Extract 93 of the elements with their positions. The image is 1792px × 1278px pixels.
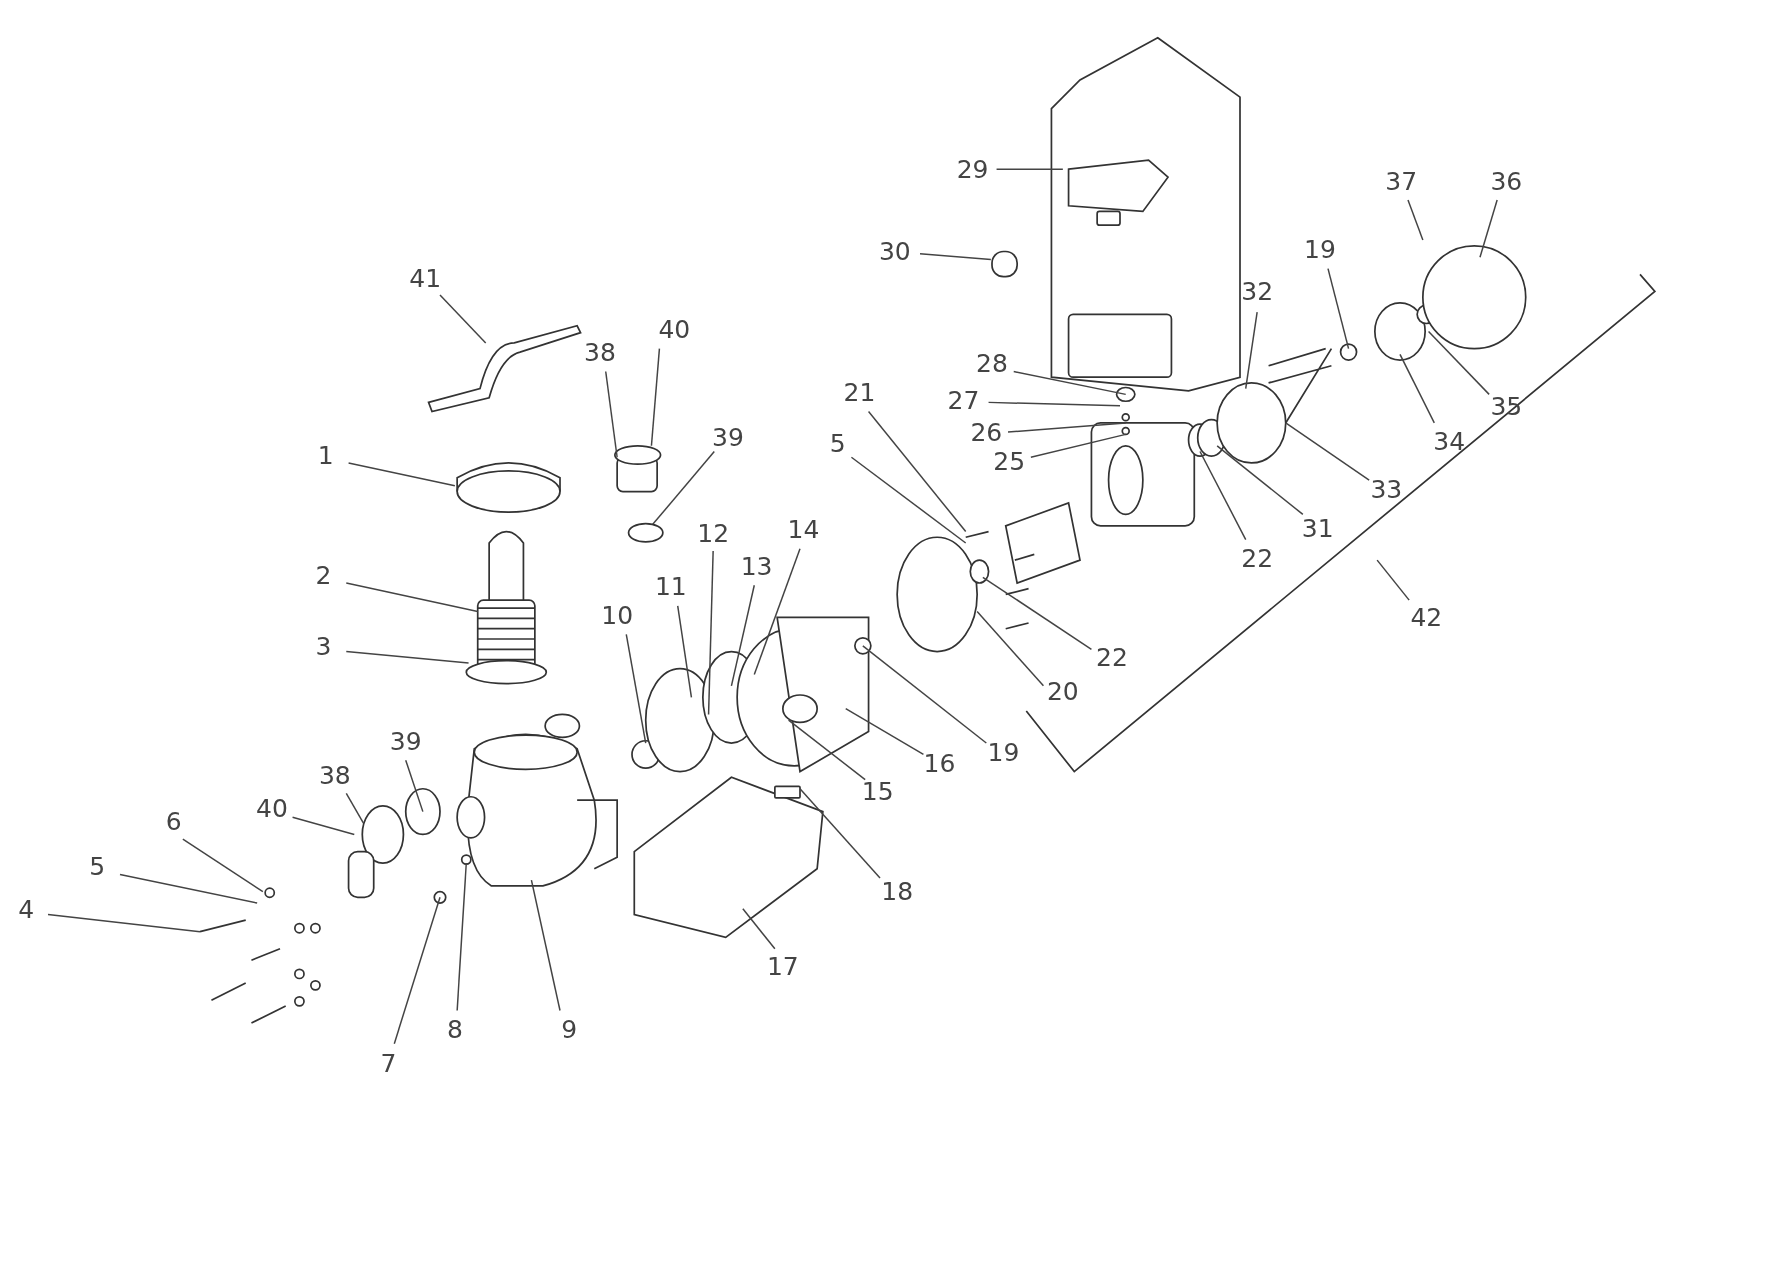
leader-line: [1407, 199, 1424, 241]
leader-line: [439, 294, 487, 344]
callout-number: 15: [861, 778, 894, 804]
o-ring: [627, 522, 664, 543]
leader-line: [1479, 199, 1498, 258]
callout-number: 3: [315, 633, 332, 659]
leader-line: [1284, 422, 1370, 481]
leader-line: [995, 168, 1064, 170]
callout-number: 38: [318, 762, 351, 788]
callout-number: 7: [380, 1050, 397, 1076]
callout-number: 20: [1046, 678, 1079, 704]
leader-line: [345, 792, 365, 824]
callout-number: 36: [1490, 168, 1523, 194]
callout-number: 17: [766, 953, 799, 979]
leader-line: [867, 410, 967, 533]
leader-line: [1012, 370, 1127, 396]
callout-number: 40: [256, 795, 288, 821]
leader-line: [982, 576, 1093, 651]
callout-number: 39: [389, 728, 422, 754]
callout-number: 41: [409, 265, 442, 291]
callout-number: 25: [993, 448, 1026, 474]
callout-number: 37: [1385, 168, 1418, 194]
leader-line: [1030, 433, 1127, 458]
leader-line: [345, 582, 479, 613]
leader-line: [604, 370, 618, 458]
callout-number: 22: [1241, 545, 1274, 571]
leader-line: [919, 253, 992, 261]
leader-line: [850, 456, 967, 544]
leader-line: [650, 347, 661, 447]
leader-line: [1327, 267, 1350, 350]
leader-line: [844, 708, 925, 756]
callout-number: 34: [1433, 428, 1466, 454]
leader-line: [1376, 559, 1410, 601]
callout-number: 33: [1370, 476, 1403, 502]
leader-line: [345, 650, 470, 664]
leader-line: [1199, 450, 1247, 541]
callout-number: 1: [317, 442, 334, 468]
callout-number: 9: [561, 1016, 578, 1042]
leader-line: [393, 896, 441, 1045]
leader-line: [625, 633, 647, 744]
callout-number: 29: [956, 156, 989, 182]
leader-line: [456, 862, 468, 1012]
callout-number: 35: [1490, 393, 1523, 419]
callout-number: 28: [976, 350, 1008, 376]
leader-line: [787, 719, 866, 781]
leader-line: [291, 816, 356, 836]
leader-line: [753, 547, 801, 676]
leader-line: [652, 450, 716, 526]
callout-number: 30: [878, 238, 911, 264]
leader-line: [182, 838, 264, 893]
callout-number: 5: [829, 430, 846, 456]
callout-number: 42: [1410, 604, 1443, 630]
callout-number: 19: [1304, 236, 1336, 262]
callout-number: 8: [446, 1016, 463, 1042]
leader-line: [1427, 330, 1490, 396]
callout-number: 5: [89, 853, 106, 879]
leader-line: [799, 788, 881, 879]
callout-number: 10: [601, 602, 634, 628]
callout-number: 2: [315, 562, 332, 588]
leader-line: [530, 879, 561, 1012]
callout-number: 26: [970, 419, 1003, 445]
leader-line: [707, 550, 714, 716]
callout-number: 13: [740, 553, 773, 579]
callout-number: 39: [712, 424, 744, 450]
callout-number: 31: [1301, 515, 1334, 541]
leader-line: [742, 908, 776, 950]
leader-line: [1244, 311, 1258, 390]
callout-number: 14: [787, 516, 820, 542]
callout-number: 38: [584, 339, 616, 365]
leader-line: [730, 584, 756, 687]
callout-number: 12: [697, 520, 730, 546]
callout-number: 4: [18, 896, 35, 922]
callout-number: 19: [987, 739, 1020, 765]
callout-number: 22: [1096, 644, 1128, 670]
leader-line: [47, 913, 201, 933]
callout-number: 16: [923, 750, 956, 776]
leader-line: [1399, 353, 1436, 424]
leader-line: [1007, 422, 1127, 433]
leader-line: [1216, 445, 1304, 516]
callout-number: 18: [881, 878, 914, 904]
leader-line: [676, 605, 693, 699]
leader-line: [862, 645, 988, 744]
callout-number: 11: [654, 573, 687, 599]
leader-line: [976, 610, 1045, 687]
leader-line: [119, 873, 258, 904]
callout-number: 21: [843, 379, 876, 405]
leader-line: [404, 759, 424, 813]
leader-line: [347, 462, 456, 487]
callout-number: 6: [165, 808, 182, 834]
leader-line: [987, 401, 1121, 407]
callout-number: 40: [658, 316, 691, 342]
callout-number: 27: [947, 387, 980, 413]
callout-number: 32: [1241, 278, 1274, 304]
